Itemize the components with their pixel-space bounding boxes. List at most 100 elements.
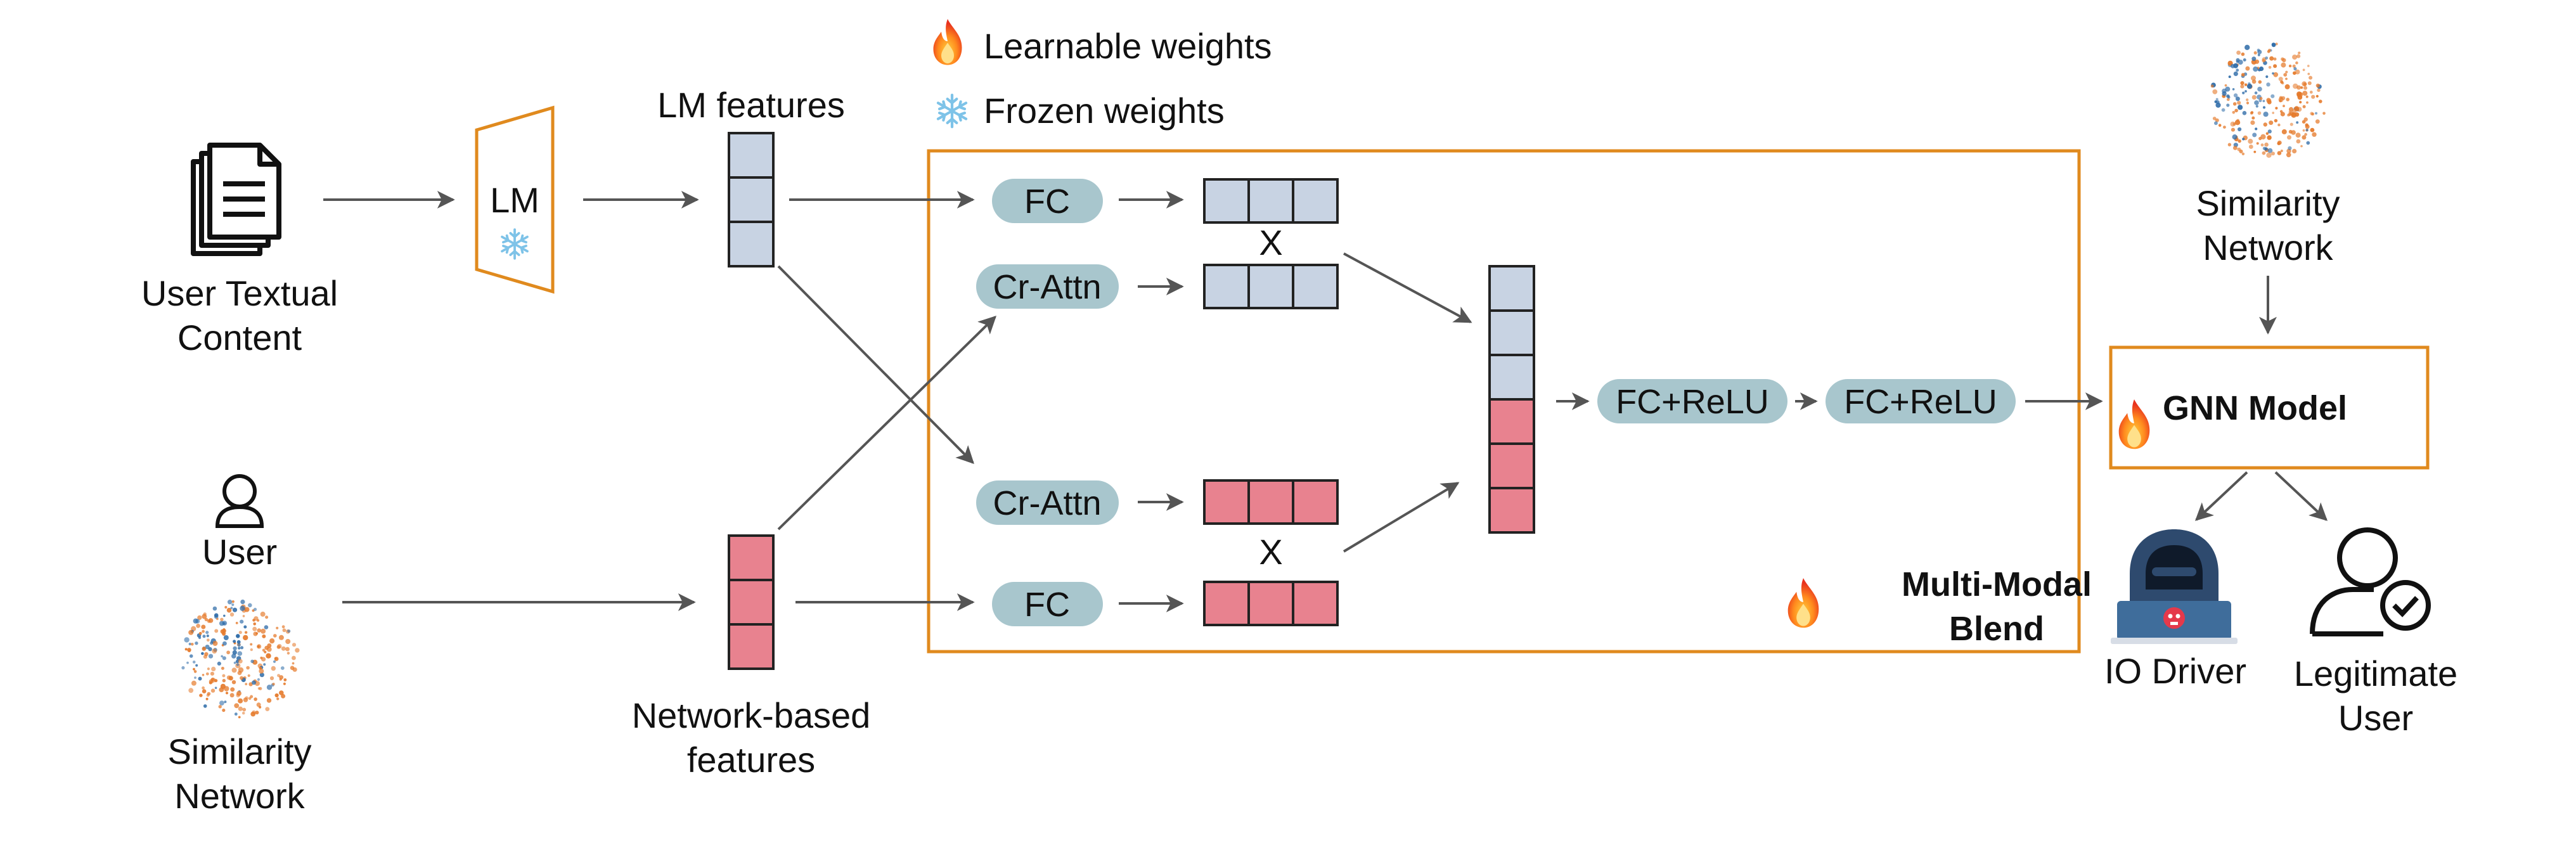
network-node xyxy=(2299,101,2302,104)
lm-feature-vector xyxy=(728,132,775,267)
network-node xyxy=(2268,66,2272,69)
network-node xyxy=(2257,111,2262,115)
network-node xyxy=(223,614,226,617)
network-node xyxy=(2302,129,2305,132)
network-node xyxy=(2270,94,2275,98)
network-node xyxy=(2274,119,2278,123)
network-node xyxy=(198,676,202,681)
network-node xyxy=(259,668,264,674)
network-node xyxy=(2298,51,2301,55)
io-driver-icon xyxy=(2111,529,2238,644)
network-node xyxy=(282,628,287,633)
fc-relu-1-pill: FC+ReLU xyxy=(1597,379,1787,423)
network-node xyxy=(2296,139,2301,144)
network-node xyxy=(2250,112,2253,115)
network-node xyxy=(234,712,238,716)
network-node xyxy=(2224,84,2227,87)
network-node xyxy=(2315,112,2317,115)
network-node xyxy=(276,645,281,649)
network-node xyxy=(2275,106,2278,110)
network-node xyxy=(2306,101,2309,104)
similarity-network-graph xyxy=(181,599,300,719)
network-node xyxy=(240,676,244,680)
network-node xyxy=(2285,77,2288,81)
network-node xyxy=(287,652,290,655)
legitimate-user-label-line1: Legitimate xyxy=(2294,654,2457,693)
network-node xyxy=(237,651,243,656)
network-node xyxy=(212,606,217,611)
network-node xyxy=(2302,91,2308,96)
network-node xyxy=(257,678,260,681)
network-node xyxy=(2241,152,2245,155)
similarity-network-label-line2: Network xyxy=(174,776,305,816)
network-node xyxy=(2309,91,2313,94)
network-node xyxy=(2238,105,2243,110)
network-node xyxy=(253,607,257,611)
network-node xyxy=(226,650,230,655)
network-node xyxy=(2241,52,2245,56)
network-node xyxy=(2303,86,2307,90)
network-node xyxy=(2302,105,2306,108)
network-node xyxy=(2231,63,2235,68)
network-node xyxy=(2254,100,2259,105)
network-node xyxy=(222,674,226,678)
network-node xyxy=(273,634,277,638)
network-node xyxy=(233,646,237,650)
network-node xyxy=(2283,73,2288,77)
network-node xyxy=(2272,72,2274,75)
network-node xyxy=(184,648,188,651)
network-node xyxy=(2236,119,2240,122)
network-node xyxy=(202,635,206,638)
network-node xyxy=(279,678,282,681)
network-node xyxy=(2317,88,2321,92)
network-node xyxy=(2265,56,2269,60)
network-node xyxy=(194,676,196,679)
network-node xyxy=(2226,103,2230,107)
network-node xyxy=(222,632,226,636)
network-node xyxy=(2237,101,2241,105)
network-node xyxy=(214,629,219,633)
network-node xyxy=(2228,75,2231,79)
text-content-label-line2: Content xyxy=(177,318,302,358)
network-node xyxy=(2305,95,2309,98)
lm-block: LM xyxy=(475,105,555,294)
network-node xyxy=(221,655,223,658)
network-node xyxy=(2242,91,2245,94)
network-node xyxy=(244,631,248,634)
network-node xyxy=(2262,151,2266,155)
network-node xyxy=(2269,120,2274,126)
arrow-gnn-to-io-driver xyxy=(2194,471,2248,521)
network-node xyxy=(292,643,297,647)
network-node xyxy=(2259,97,2263,100)
network-node xyxy=(222,641,227,646)
network-node xyxy=(211,666,216,671)
network-node xyxy=(2253,66,2258,72)
network-node xyxy=(2246,101,2250,105)
legend-frozen-label: Frozen weights xyxy=(984,91,1225,131)
network-node xyxy=(2271,42,2276,48)
network-node xyxy=(281,693,286,699)
network-node xyxy=(2277,140,2282,145)
network-node xyxy=(2232,88,2235,91)
lm-features-label: LM features xyxy=(657,85,845,125)
network-node xyxy=(219,621,224,626)
svg-text:FC: FC xyxy=(1024,586,1070,624)
network-node xyxy=(244,607,250,612)
network-node xyxy=(264,625,269,629)
network-node xyxy=(2242,111,2247,115)
network-node xyxy=(2281,129,2287,134)
network-node xyxy=(201,624,206,629)
network-node xyxy=(216,617,219,621)
network-node xyxy=(235,622,238,624)
network-node xyxy=(2272,112,2274,114)
svg-text:FC+ReLU: FC+ReLU xyxy=(1844,383,1997,421)
network-node xyxy=(240,619,244,624)
svg-text:Cr-Attn: Cr-Attn xyxy=(993,268,1101,306)
network-node xyxy=(2254,91,2258,94)
network-node xyxy=(193,670,197,673)
network-node xyxy=(2246,84,2253,89)
network-node xyxy=(238,667,244,673)
network-node xyxy=(2232,111,2236,114)
network-features-label-line2: features xyxy=(687,740,815,780)
